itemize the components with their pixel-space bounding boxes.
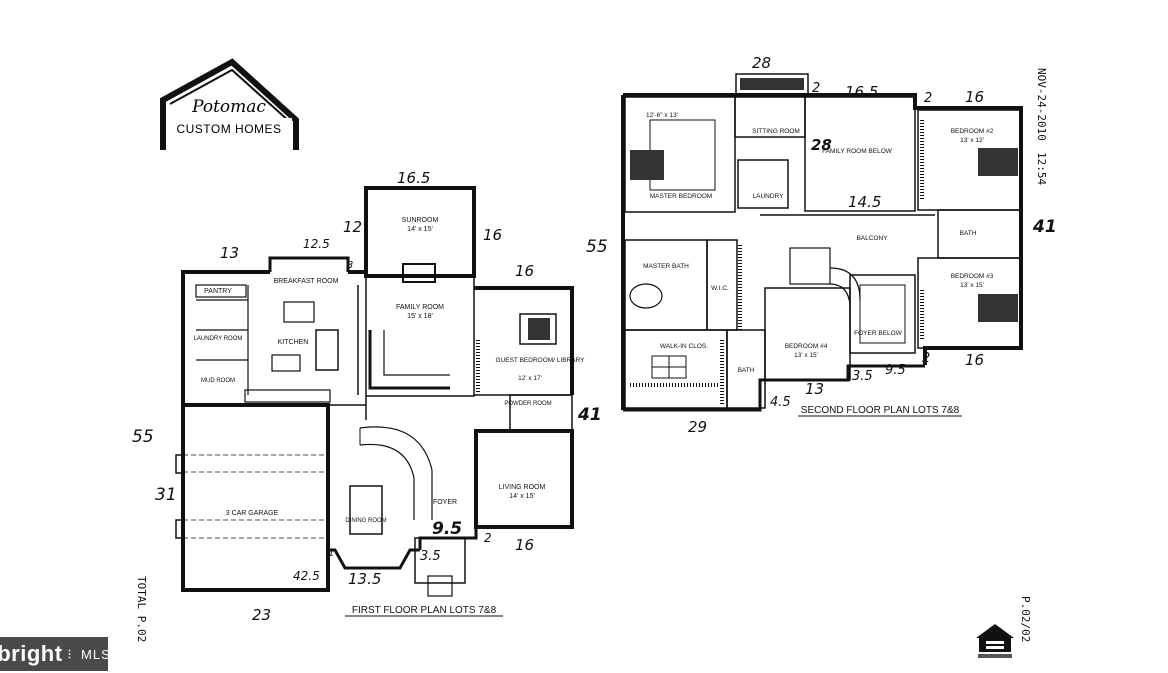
ff-laundry-label: LAUNDRY ROOM	[194, 336, 243, 342]
ff-sunroom-label: SUNROOM	[402, 217, 439, 224]
ff-powder-label: POWDER ROOM	[504, 401, 551, 407]
sf-note-14-5: 14.5	[848, 193, 881, 211]
ff-note-55: 55	[132, 427, 154, 447]
ff-note-12: 12	[343, 218, 362, 236]
sf-note-13: 13	[805, 380, 824, 398]
sf-family-below-label: FAMILY ROOM BELOW	[822, 148, 893, 155]
ff-note-1: 1	[328, 548, 334, 559]
fax-total: TOTAL P.02	[135, 576, 148, 642]
ff-pantry-label: PANTRY	[204, 288, 232, 295]
dots-icon: ⋮	[64, 648, 76, 660]
ff-note-16a: 16	[483, 226, 502, 244]
ff-foyer-label: FOYER	[433, 499, 457, 506]
equal-housing-icon	[976, 624, 1014, 658]
sf-note-28: 28	[752, 54, 771, 72]
sf-bedroom2-dim: 13' x 12'	[960, 137, 984, 144]
ff-family-label: FAMILY ROOM	[396, 304, 444, 311]
ff-note-13-5: 13.5	[348, 570, 381, 588]
sf-master-label: MASTER BEDROOM	[650, 193, 712, 200]
ff-guest-dim: 12' x 17'	[518, 375, 542, 382]
sf-bath-b-label: BATH	[738, 367, 755, 374]
ff-note-16-5: 16.5	[397, 169, 430, 187]
mls-logo-text: MLS	[81, 646, 111, 662]
sf-note-29: 29	[688, 418, 707, 436]
first-floor-plan	[175, 186, 574, 597]
potomac-logo: Potomac CUSTOM HOMES	[160, 58, 299, 150]
bright-logo-text: bright	[0, 641, 63, 666]
ff-note-9-5: 9.5	[432, 519, 462, 539]
sf-note-16: 16	[965, 88, 984, 106]
sf-note-3-5: 3.5	[852, 369, 873, 384]
sf-note-2c: 2	[922, 351, 930, 366]
ff-note-3: 3	[347, 260, 353, 271]
fax-date: NOV-24-2010	[1035, 68, 1048, 141]
sf-master-bath-label: MASTER BATH	[643, 263, 689, 270]
sf-bedroom4-dim: 13' x 15'	[794, 352, 818, 359]
sf-bedroom4-label: BEDROOM #4	[785, 343, 828, 350]
ff-mud-label: MUD ROOM	[201, 378, 235, 384]
ff-living-label: LIVING ROOM	[499, 484, 546, 491]
ff-breakfast-label: BREAKFAST ROOM	[274, 278, 339, 285]
sf-note-9-5: 9.5	[885, 363, 906, 378]
sf-note-55: 55	[586, 237, 608, 257]
sf-laundry-label: LAUNDRY	[753, 193, 785, 200]
sf-note-4-5: 4.5	[770, 395, 791, 410]
ff-garage-label: 3 CAR GARAGE	[226, 510, 279, 517]
ff-note-41: 41	[577, 405, 602, 425]
ff-note-16c: 16	[515, 536, 534, 554]
ff-dining-label: DINING ROOM	[345, 518, 386, 524]
fax-time: 12:54	[1035, 152, 1048, 185]
sf-master-dim: 12'-6" x 13'	[646, 112, 678, 119]
ff-living-dim: 14' x 15'	[509, 493, 535, 500]
ff-caption: FIRST FLOOR PLAN LOTS 7&8	[352, 605, 497, 616]
sf-bedroom2-label: BEDROOM #2	[951, 128, 994, 135]
logo-subtitle: CUSTOM HOMES	[176, 122, 281, 136]
logo-script: Potomac	[191, 97, 266, 117]
ff-note-13: 13	[220, 244, 239, 262]
sf-bedroom3-dim: 13' x 15'	[960, 282, 984, 289]
ff-note-3-5: 3.5	[420, 549, 441, 564]
ff-note-16b: 16	[515, 262, 534, 280]
ff-family-dim: 15' x 18'	[407, 313, 433, 320]
sf-note-16b: 16	[965, 351, 984, 369]
ff-note-12-5: 12.5	[303, 237, 330, 251]
sf-caption: SECOND FLOOR PLAN LOTS 7&8	[801, 405, 960, 416]
ff-kitchen-label: KITCHEN	[278, 339, 309, 346]
sf-note-2a: 2	[812, 81, 820, 96]
sf-note-16-5: 16.5	[845, 83, 878, 101]
sf-wic-label: W.I.C.	[711, 285, 729, 292]
ff-guest-label: GUEST BEDROOM/ LIBRARY	[496, 357, 586, 364]
fax-page: P.02/02	[1019, 596, 1032, 642]
sf-bedroom3-label: BEDROOM #3	[951, 273, 994, 280]
sf-foyer-below-label: FOYER BELOW	[854, 330, 903, 337]
ff-note-2: 2	[484, 531, 492, 545]
sf-note-28b: 28	[811, 136, 832, 154]
sf-note-2b: 2	[924, 91, 932, 106]
ff-note-23: 23	[252, 606, 271, 624]
ff-sunroom-dim: 14' x 15'	[407, 226, 433, 233]
sf-bath-a-label: BATH	[960, 230, 977, 237]
sf-sitting-label: SITTING ROOM	[752, 128, 800, 135]
second-floor-plan	[621, 73, 1023, 412]
sf-balcony-label: BALCONY	[856, 235, 888, 242]
ff-note-42-5: 42.5	[293, 569, 320, 583]
sf-note-41: 41	[1032, 217, 1057, 237]
bright-mls-badge: bright ⋮ MLS	[0, 637, 111, 671]
sf-walkin-label: WALK-IN CLOS.	[660, 343, 708, 350]
ff-note-31: 31	[155, 485, 177, 505]
